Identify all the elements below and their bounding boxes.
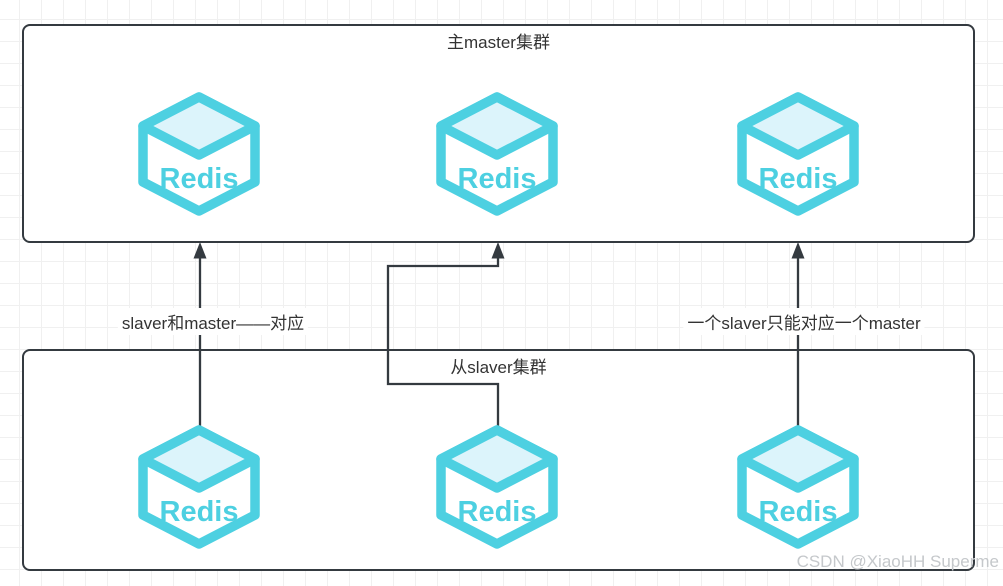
redis-cube-icon: Redis bbox=[138, 425, 260, 549]
redis-cube-icon: Redis bbox=[138, 92, 260, 216]
redis-node-label: Redis bbox=[458, 496, 537, 528]
redis-node-label: Redis bbox=[759, 163, 838, 195]
master-cluster-title: 主master集群 bbox=[447, 33, 550, 52]
redis-node-label: Redis bbox=[160, 496, 239, 528]
redis-node-label: Redis bbox=[759, 496, 838, 528]
redis-node-label: Redis bbox=[458, 163, 537, 195]
edge-label-one-to-one: slaver和master——对应 bbox=[117, 308, 309, 335]
redis-cube-icon: Redis bbox=[436, 425, 558, 549]
redis-node-label: Redis bbox=[160, 163, 239, 195]
redis-cube-icon: Redis bbox=[737, 92, 859, 216]
redis-cube-icon: Redis bbox=[436, 92, 558, 216]
csdn-watermark: CSDN @XiaoHH Superme bbox=[796, 552, 999, 571]
redis-cube-icon: Redis bbox=[737, 425, 859, 549]
edge-label-slave-single-master: 一个slaver只能对应一个master bbox=[683, 308, 925, 335]
slave-cluster-title: 从slaver集群 bbox=[450, 358, 547, 377]
